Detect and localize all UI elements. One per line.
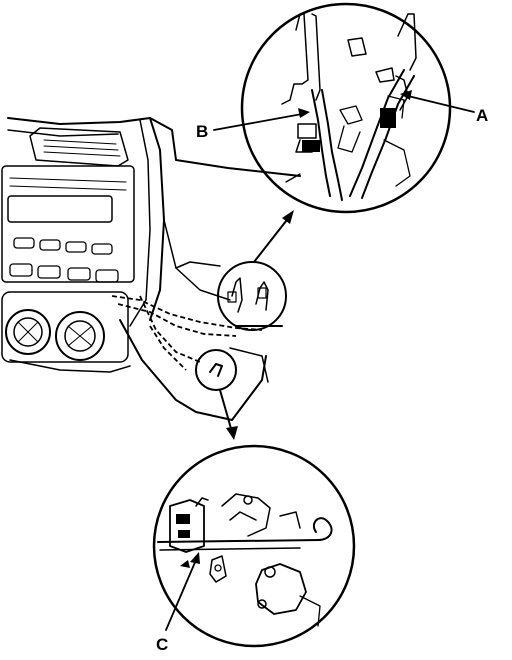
detail-circle-upper [240,2,452,214]
leader-arrow-upper [253,210,294,263]
audio-unit [1,165,135,283]
leader-arrow-lower [219,389,238,440]
harness-path [111,295,283,371]
callout-b: B [196,108,310,141]
callout-a: A [400,90,488,125]
dashboard-panel [7,117,301,421]
callout-a-label: A [476,106,488,125]
locator-circle-upper [217,261,287,331]
locator-circle-lower [195,349,237,391]
climate-knobs [1,291,129,363]
callout-c: C [156,552,200,654]
callout-b-label: B [196,122,208,141]
detail-circle-lower [152,444,356,648]
callout-c-label: C [156,635,168,654]
